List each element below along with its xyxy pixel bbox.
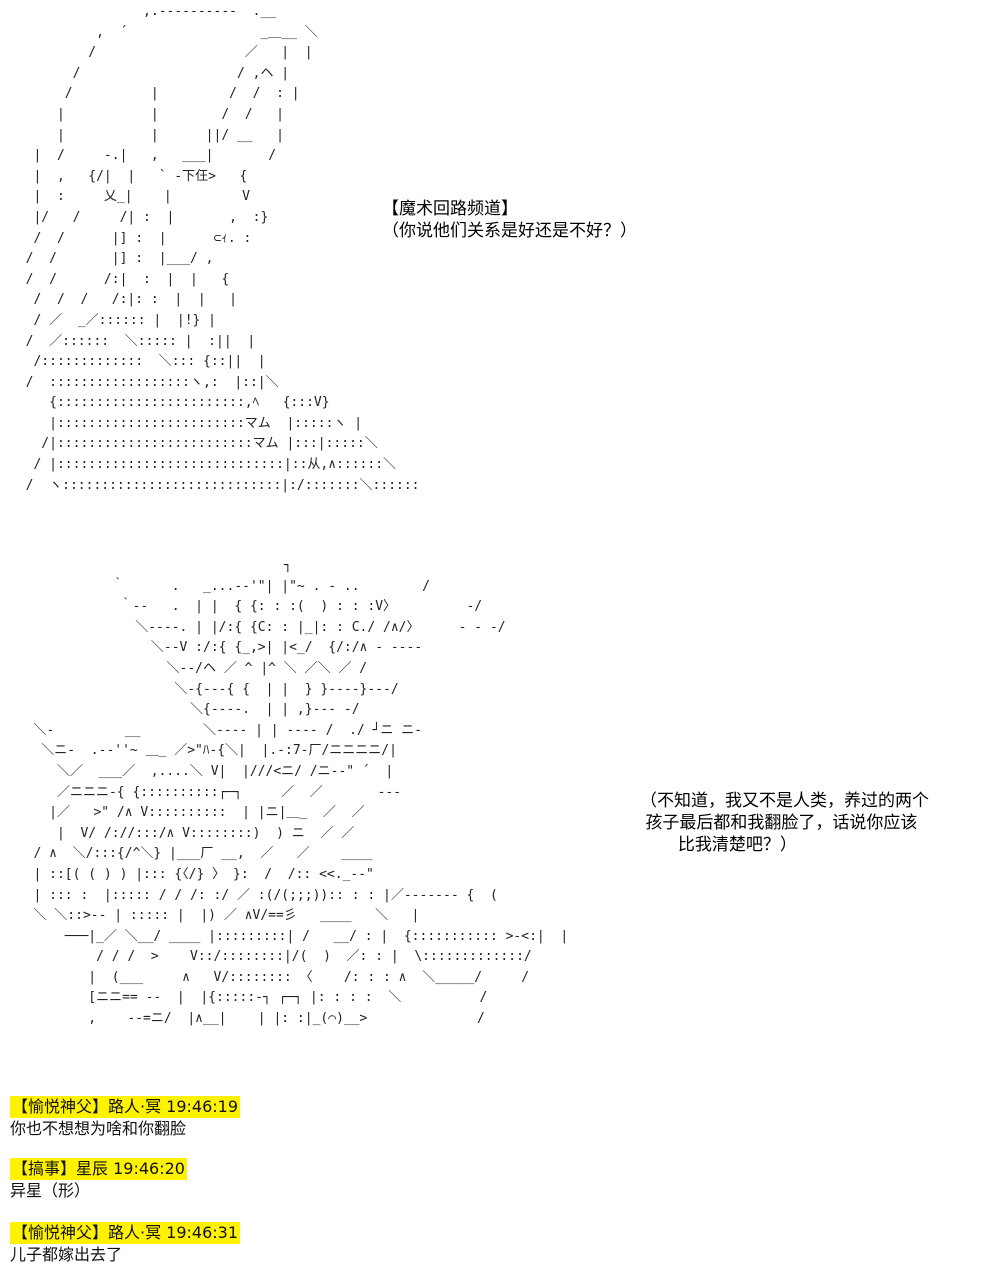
art-line: | ::: : |::::: / / /: :/ ／ :(/(;;;)):: :… xyxy=(10,887,498,903)
art-line: | (___ ∧ V/:::::::: 〈 /: : : ∧ ＼_____/ / xyxy=(10,969,530,985)
art-line: ｀‐- . | | { {: : :( ) : : :V〉 ‐/ xyxy=(10,599,483,615)
art-line: , --=ニ/ |∧__| | |: :|_(⌒)__> / xyxy=(10,1011,485,1027)
art-line: / ∧ ＼/:::{/^＼} |___厂 __, ／ ／ ____ xyxy=(10,846,373,862)
art-line: , ´ _＿__ ＼ xyxy=(10,24,318,40)
art-line: / / / > V::/::::::::|/( ) ／: : | \::::::… xyxy=(10,949,532,965)
art-line: / ／:::::: ＼::::: | :|| | xyxy=(10,333,256,349)
art-line: / | / / : | xyxy=(10,86,300,102)
art-line: ／ニニニ-{ {::::::::::┌─┐ ／ ／ ‐‐‐ xyxy=(10,784,402,800)
caption-2-line-2: 孩子最后都和我翻脸了，话说你应该 xyxy=(640,813,918,833)
art-line: / / / /:|: : | | | xyxy=(10,292,237,308)
art-line: / / |] : |___/ , xyxy=(10,251,214,267)
art-line: | V/ /://:::/∧ V::::::::) ) ニ ／ ／ xyxy=(10,825,355,841)
art-line: | / ‐.| , ___| / xyxy=(10,148,277,164)
chat-entry: 【愉悦神父】路人·冥 19:46:31 儿子都嫁出去了 xyxy=(10,1222,241,1266)
art-line: / / /:| : | | { xyxy=(10,271,230,287)
art-line: ,.-‐‐‐‐‐‐‐‐- .__ xyxy=(10,4,277,19)
art-line: |::::::::::::::::::::::::マム |:::::ヽ | xyxy=(10,415,363,431)
art-line: /::::::::::::: ＼::: {::|| | xyxy=(10,354,266,370)
art-line: / ／ _／:::::: | |!} | xyxy=(10,312,217,328)
chat-message: 儿子都嫁出去了 xyxy=(10,1245,123,1264)
caption-reply: （不知道，我又不是人类，养过的两个 孩子最后都和我翻脸了，话说你应该 比我清楚吧… xyxy=(640,790,929,856)
chat-message: 异星（形） xyxy=(10,1181,91,1200)
art-line: ＼--V :/:{ {_,>| |<_/ {/:/∧ ‐ ---- xyxy=(10,640,423,656)
art-line: | | / / | xyxy=(10,106,284,122)
art-line: / ::::::::::::::::::ヽ,: |::|＼ xyxy=(10,374,279,390)
art-line: ───|_／ ＼__/ ____ |:::::::::| / __/ : | {… xyxy=(10,928,569,944)
art-line: ＼／ ___／ ,....＼ V| |///<ニ/ /ニ-‐" ´ | xyxy=(10,763,394,779)
art-line: ＼ニ‐ .-‐''~ ＿_ ／>"ﾊ‐{＼| |.-:7-厂/ニニニニ/| xyxy=(10,743,397,759)
art-line: ＼{----. | | ,}--- -/ xyxy=(10,702,360,718)
chat-header: 【愉悦神父】路人·冥 19:46:19 xyxy=(10,1096,241,1118)
art-line: / ヽ::::::::::::::::::::::::::::|:/::::::… xyxy=(10,477,420,493)
caption-magic-circuit: 【魔术回路频道】 （你说他们关系是好还是不好？） xyxy=(382,198,637,242)
art-line: ＼- __ ＼---- | | ---- / ./ ┘ニ ニ‐ xyxy=(10,722,423,738)
ascii-art-bottom: ┐ ｀ . _...-‐'"| |"~ . ‐ .. / ｀‐- . | | {… xyxy=(10,556,568,1030)
chat-entry: 【搞事】星辰 19:46:20 异星（形） xyxy=(10,1158,187,1202)
art-line: / ／ | | xyxy=(10,45,313,61)
chat-header: 【搞事】星辰 19:46:20 xyxy=(10,1158,187,1180)
art-line: / / ,ヘ | xyxy=(10,65,290,81)
art-line: |/ / /| : | , :} xyxy=(10,209,269,225)
caption-2-line-1: （不知道，我又不是人类，养过的两个 xyxy=(640,791,929,811)
art-line: ｀ . _...-‐'"| |"~ . ‐ .. / xyxy=(10,578,430,594)
art-line: ＼--/ヘ ／ ^ |^ ＼ ／＼ ／ / xyxy=(10,660,368,676)
chat-entry: 【愉悦神父】路人·冥 19:46:19 你也不想想为啥和你翻脸 xyxy=(10,1096,241,1140)
art-line: | : 乂_| | V xyxy=(10,189,250,205)
art-line: |／ >" /∧ V:::::::::: | |ニ|＿_ ／ ／ xyxy=(10,805,365,821)
art-line: ＼----. | |/:{ {C: : |_|: : C./ /∧/〉 - - … xyxy=(10,619,506,635)
art-line: {::::::::::::::::::::::::,ﾍ {:::V} xyxy=(10,395,330,411)
art-line: ┐ xyxy=(10,558,292,573)
caption-2-line-3: 比我清楚吧？） xyxy=(640,835,797,855)
art-line: [ニニ== ‐‐ | |{:::::‐┐ ┌─┐ |: : : : ＼ / xyxy=(10,990,488,1006)
art-line: / / |] : | ⊂ｨ. : xyxy=(10,230,252,246)
chat-header: 【愉悦神父】路人·冥 19:46:31 xyxy=(10,1222,241,1244)
art-line: | | ||/ __ | xyxy=(10,127,284,143)
caption-1-line-2: （你说他们关系是好还是不好？） xyxy=(382,221,637,241)
art-line: / |:::::::::::::::::::::::::::::|::从,∧::… xyxy=(10,457,397,473)
art-line: ＼-{---{ { | | } }----}---/ xyxy=(10,681,399,697)
ascii-art-top: ,.-‐‐‐‐‐‐‐‐- .__ , ´ _＿__ ＼ / ／ | | / / … xyxy=(10,2,420,496)
art-line: ＼ ＼::>‐‐ | ::::: | |) ／ ∧V/==彡 ____ ＼ | xyxy=(10,908,420,924)
art-line: /|:::::::::::::::::::::::::マム |:::|:::::… xyxy=(10,436,378,452)
caption-1-line-1: 【魔术回路频道】 xyxy=(382,199,518,219)
art-line: | ::[( ( ) ) |::: {〈/} 〉 }: / /:: <<._-‐… xyxy=(10,866,374,882)
chat-message: 你也不想想为啥和你翻脸 xyxy=(10,1119,187,1138)
art-line: | , {/| | ` ‐下仼> { xyxy=(10,168,248,184)
